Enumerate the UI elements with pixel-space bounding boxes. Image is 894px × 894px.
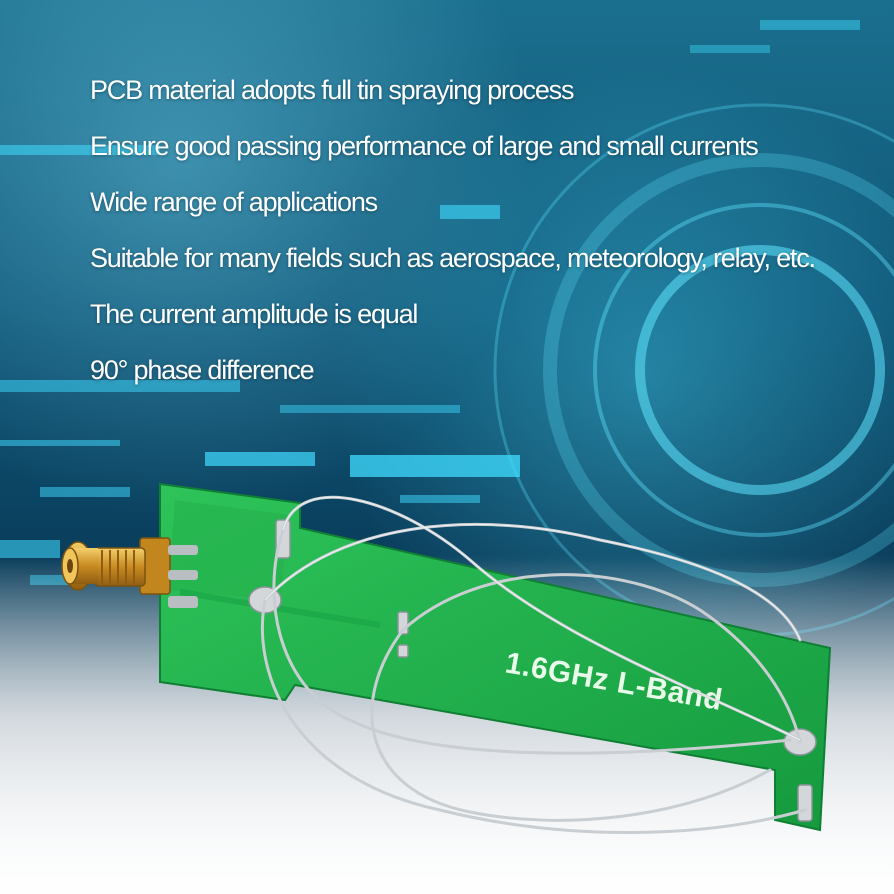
feature-item: 90° phase difference xyxy=(90,355,315,385)
feature-item: Ensure good passing performance of large… xyxy=(90,131,759,161)
feature-item: Suitable for many fields such as aerospa… xyxy=(90,243,816,273)
feature-item: PCB material adopts full tin spraying pr… xyxy=(90,75,574,105)
pcb-board xyxy=(159,482,832,832)
sma-connector-icon xyxy=(61,537,198,608)
feature-list: PCB material adopts full tin spraying pr… xyxy=(90,62,816,398)
feature-item: The current amplitude is equal xyxy=(90,299,418,329)
feature-item: Wide range of applications xyxy=(90,187,378,217)
